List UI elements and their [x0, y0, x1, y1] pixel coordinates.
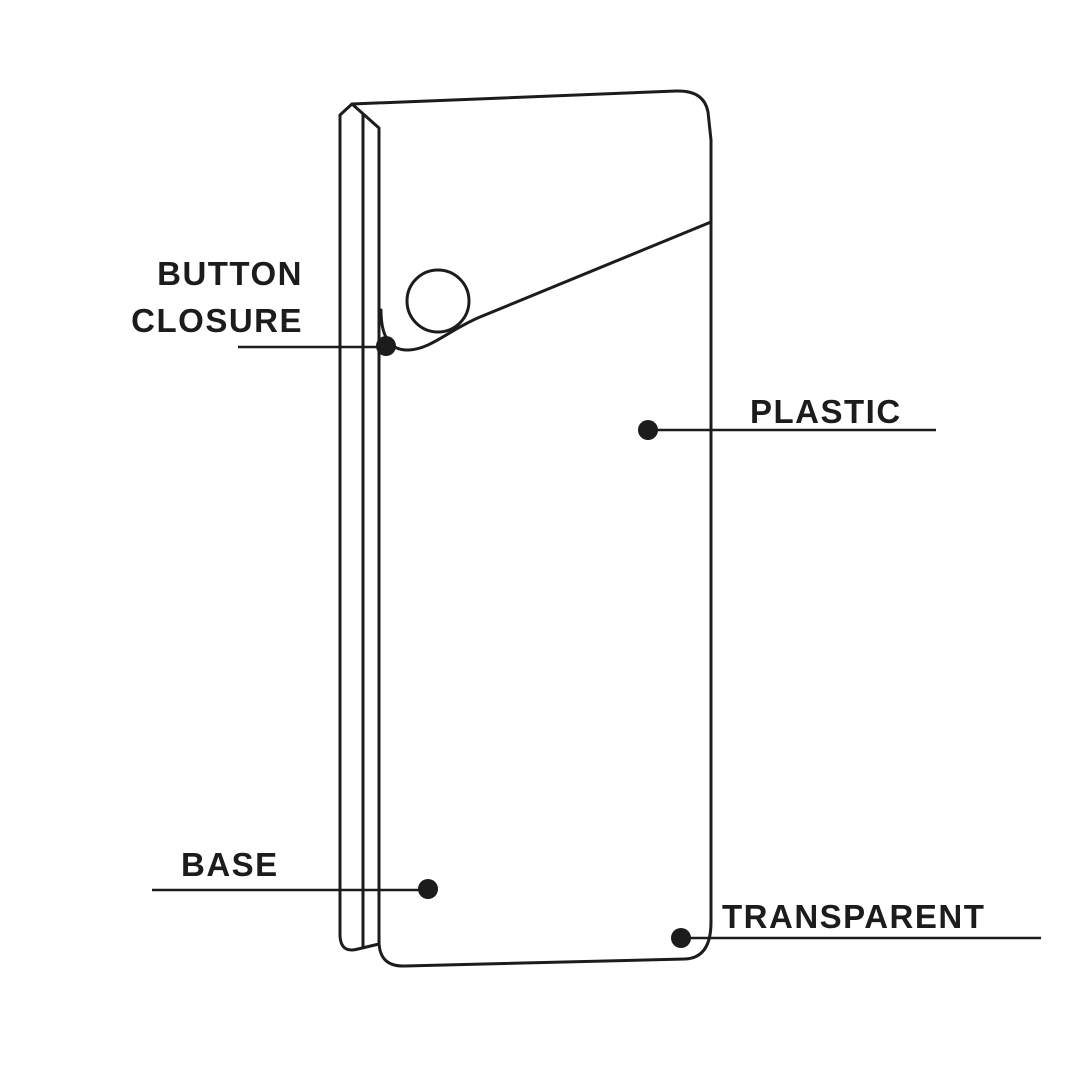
label-button-closure-line1: BUTTON: [157, 255, 303, 292]
callout-dot-base: [418, 879, 438, 899]
label-transparent: TRANSPARENT: [722, 898, 986, 935]
label-base: BASE: [181, 846, 279, 883]
button-closure-circle: [405, 268, 471, 334]
pencil-case-body-outline: [350, 89, 713, 968]
pencil-case-side-panel: [338, 102, 381, 952]
callout-dot-plastic: [638, 420, 658, 440]
label-button-closure-line2: CLOSURE: [131, 302, 303, 339]
callout-dot-button-closure: [376, 336, 396, 356]
pencil-case-flap-edge: [379, 220, 713, 352]
label-plastic: PLASTIC: [750, 393, 902, 430]
callout-dot-transparent: [671, 928, 691, 948]
label-button-closure: BUTTON CLOSURE: [131, 250, 303, 344]
